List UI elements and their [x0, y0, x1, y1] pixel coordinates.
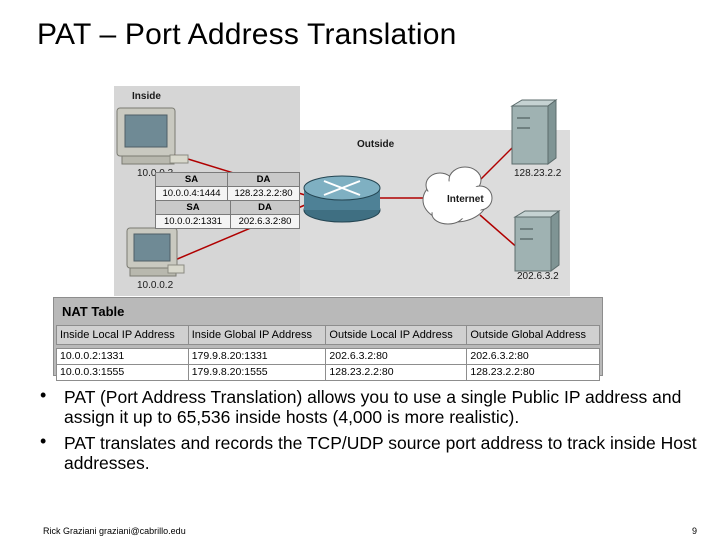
source-address: 10.0.0.4:1444: [155, 186, 228, 201]
page-number: 9: [692, 526, 698, 536]
packet-header-top: SA DA 10.0.0.4:1444 128.23.2.2:80: [155, 172, 300, 201]
bullet-item: • PAT translates and records the TCP/UDP…: [40, 431, 710, 473]
internet-label: Internet: [447, 194, 484, 205]
bullet-text: PAT translates and records the TCP/UDP s…: [64, 433, 697, 473]
host-top-computer-icon: [116, 107, 189, 165]
table-cell: 10.0.0.3:1555: [56, 364, 189, 381]
da-header: DA: [230, 200, 300, 215]
server-top-ip: 128.23.2.2: [514, 168, 562, 179]
bullet-dot-icon: •: [40, 431, 47, 451]
source-address: 10.0.0.2:1331: [154, 214, 232, 229]
bullet-item: • PAT (Port Address Translation) allows …: [40, 385, 710, 427]
table-cell: 179.9.8.20:1555: [187, 364, 327, 381]
table-row: 10.0.0.2:1331 179.9.8.20:1331 202.6.3.2:…: [56, 348, 600, 365]
table-cell: 128.23.2.2:80: [466, 364, 600, 381]
table-cell: 179.9.8.20:1331: [187, 348, 327, 365]
sa-header: SA: [154, 200, 232, 215]
destination-address: 202.6.3.2:80: [230, 214, 300, 229]
table-row: 10.0.0.3:1555 179.9.8.20:1555 128.23.2.2…: [56, 364, 600, 381]
slide-title: PAT – Port Address Translation: [37, 18, 457, 51]
destination-address: 128.23.2.2:80: [227, 186, 300, 201]
column-header: Outside Local IP Address: [325, 325, 468, 345]
nat-table-grid: Inside Local IP Address Inside Global IP…: [56, 325, 600, 381]
host-bottom-computer-icon: [126, 227, 185, 277]
outside-label: Outside: [357, 139, 395, 150]
table-cell: 10.0.0.2:1331: [56, 348, 189, 365]
nat-table: NAT Table Inside Local IP Address Inside…: [53, 297, 603, 381]
table-cell: 202.6.3.2:80: [466, 348, 600, 365]
sa-header: SA: [155, 172, 228, 187]
da-header: DA: [227, 172, 300, 187]
bullet-text: PAT (Port Address Translation) allows yo…: [64, 387, 682, 427]
inside-label: Inside: [132, 91, 161, 102]
internet-cloud-icon: [422, 166, 493, 225]
bullet-list: • PAT (Port Address Translation) allows …: [40, 385, 710, 479]
table-cell: 128.23.2.2:80: [325, 364, 468, 381]
bullet-dot-icon: •: [40, 385, 47, 405]
link-internet-server-bottom: [479, 214, 521, 251]
column-header: Outside Global Address: [466, 325, 600, 345]
server-top-icon: [510, 99, 558, 165]
table-cell: 202.6.3.2:80: [325, 348, 468, 365]
server-bottom-ip: 202.6.3.2: [517, 271, 559, 282]
router-icon: [303, 175, 381, 223]
column-header: Inside Local IP Address: [56, 325, 189, 345]
host-bottom-ip: 10.0.0.2: [137, 280, 174, 291]
table-spacer: [56, 344, 600, 349]
packet-header-bottom: SA DA 10.0.0.2:1331 202.6.3.2:80: [154, 200, 300, 229]
server-bottom-icon: [513, 210, 561, 272]
footer-credit: Rick Graziani graziani@cabrillo.edu: [43, 526, 186, 536]
column-header: Inside Global IP Address: [187, 325, 327, 345]
nat-table-title: NAT Table: [62, 304, 125, 319]
